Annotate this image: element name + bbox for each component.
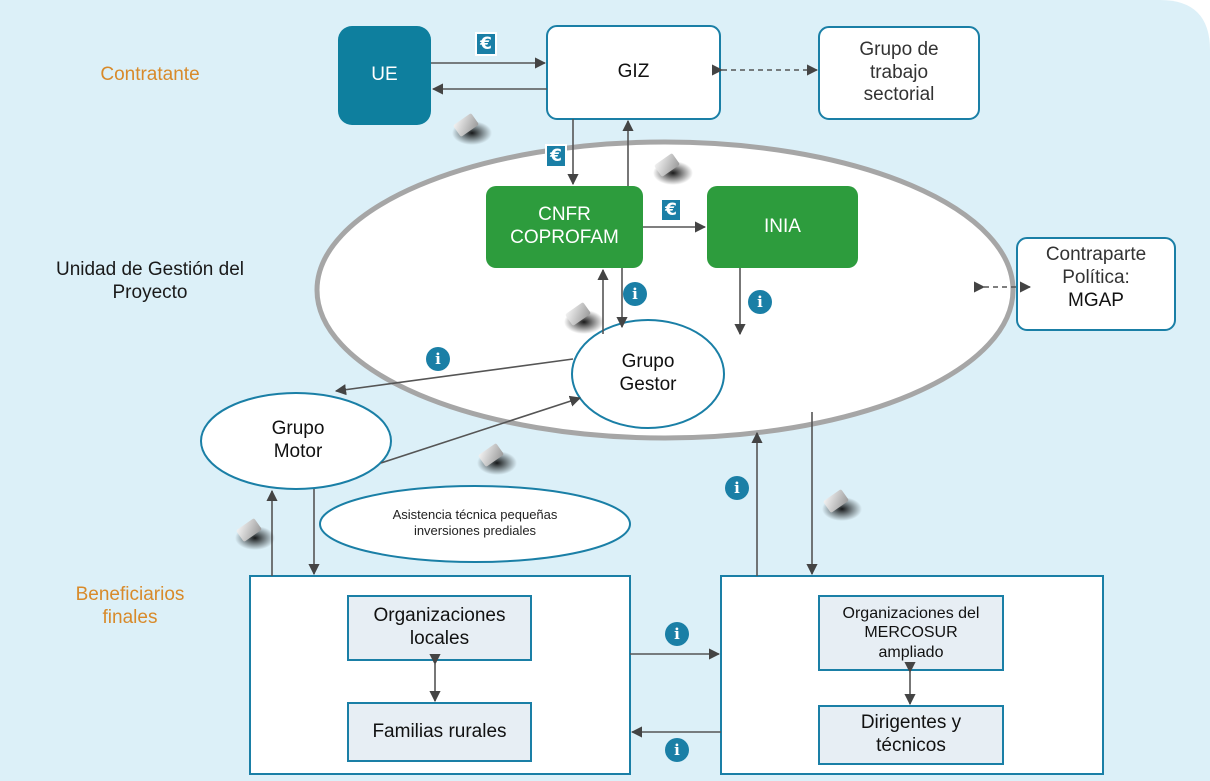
grupo-motor-ellipse [200, 392, 392, 490]
grupo-trabajo-label: Grupo de trabajo sectorial [859, 38, 939, 106]
contraparte-label-line1: Contraparte Política: [1045, 244, 1147, 288]
euro-icon: € [475, 32, 497, 56]
info-icon: i [426, 347, 450, 371]
org-locales-box [347, 595, 532, 661]
euro-icon: € [545, 144, 567, 168]
giz-label: GIZ [617, 61, 650, 83]
familias-box [347, 702, 532, 762]
row-label-unidad-gestion: Unidad de Gestión del Proyecto [55, 259, 244, 303]
row-label-beneficiarios: Beneficiarios finales [75, 584, 185, 628]
asistencia-ellipse [319, 485, 631, 563]
ue-box [338, 26, 431, 125]
grupo-motor-label: Grupo Motor [271, 418, 325, 462]
org-locales-label: Organizaciones locales [373, 605, 506, 649]
info-icon: i [665, 738, 689, 762]
cnfr-box [486, 186, 643, 268]
familias-label: Familias rurales [372, 720, 507, 742]
inia-label: INIA [764, 215, 801, 237]
info-icon: i [665, 622, 689, 646]
euro-icon: € [660, 198, 682, 222]
inia-box [707, 186, 858, 268]
info-icon: i [623, 282, 647, 306]
grupo-gestor-label: Grupo Gestor [619, 351, 677, 395]
contraparte-label-line2: MGAP [1068, 289, 1124, 311]
grupo-gestor-ellipse [571, 319, 725, 429]
cnfr-label: CNFR COPROFAM [510, 204, 619, 248]
info-icon: i [725, 476, 749, 500]
org-mercosur-box [818, 595, 1004, 671]
row-label-contratante: Contratante [100, 64, 200, 85]
ue-label: UE [371, 64, 398, 86]
dirigentes-label: Dirigentes y técnicos [860, 712, 962, 756]
org-mercosur-label: Organizaciones del MERCOSUR ampliado [842, 605, 980, 661]
dirigentes-box [818, 705, 1004, 765]
grupo-trabajo-box [818, 26, 980, 120]
contraparte-label: Contraparte Política: MGAP [1017, 244, 1175, 312]
info-icon: i [748, 290, 772, 314]
asistencia-label: Asistencia técnica pequeñas inversiones … [392, 507, 558, 538]
